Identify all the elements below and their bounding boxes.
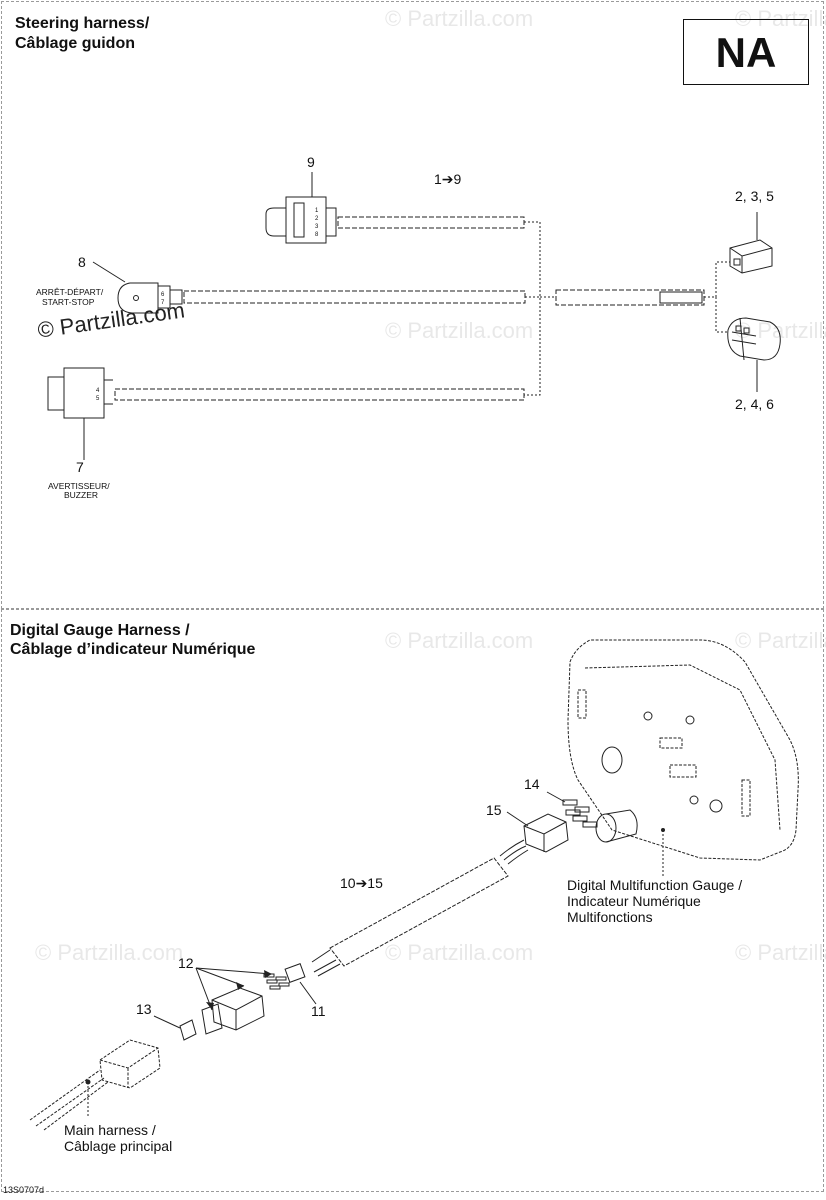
pin-8-7: 7 xyxy=(161,300,165,306)
terminals-14 xyxy=(546,791,598,828)
pin-9-1: 1 xyxy=(315,208,319,214)
pin-7-4: 4 xyxy=(96,388,100,394)
watermark: © Partzilla.com xyxy=(735,6,826,31)
callout-11: 11 xyxy=(311,1003,326,1019)
callout-15: 15 xyxy=(486,802,502,818)
start-stop-label-en: START-STOP xyxy=(42,297,95,307)
watermark: © Partzilla.com xyxy=(385,628,534,653)
gauge-connector-port xyxy=(595,711,723,843)
callout-14: 14 xyxy=(524,776,540,792)
main-harness-label-en: Main harness / xyxy=(64,1122,156,1138)
gauge-title-fr: Câblage d’indicateur Numérique xyxy=(10,641,256,658)
watermark: © Partzilla.com xyxy=(35,940,184,965)
buzzer-label-en: BUZZER xyxy=(64,490,98,500)
watermark: © Partzilla.com xyxy=(735,628,826,653)
watermark: © Partzilla.com xyxy=(385,940,534,965)
callout-7: 7 xyxy=(76,459,84,475)
pin-9-3: 3 xyxy=(315,224,319,230)
watermark: © Partzilla.com xyxy=(385,318,534,343)
watermark: © Partzilla.com xyxy=(735,940,826,965)
callout-1-to-9: 1➔9 xyxy=(434,171,462,187)
callout-9: 9 xyxy=(307,154,315,170)
pin-9-2: 2 xyxy=(315,216,319,222)
seal-11 xyxy=(284,963,306,983)
region-badge: NA xyxy=(683,19,809,85)
steering-title-en: Steering harness/ xyxy=(15,15,150,32)
callout-10-to-15: 10➔15 xyxy=(340,875,383,891)
buzzer-label-fr: AVERTISSEUR/ xyxy=(48,481,110,491)
callout-12: 12 xyxy=(178,955,194,971)
drawing-code: 13S0707d xyxy=(3,1185,45,1195)
trunk-sleeve xyxy=(659,291,703,304)
steering-title-fr: Câblage guidon xyxy=(15,35,135,52)
gauge-label-line3: Multifonctions xyxy=(567,909,653,925)
gauge-label-line1: Digital Multifunction Gauge / xyxy=(567,877,743,893)
connector-15 xyxy=(499,811,569,865)
wedge-13 xyxy=(179,1019,197,1041)
gauge-title-en: Digital Gauge Harness / xyxy=(10,622,190,639)
connector-246 xyxy=(727,317,781,392)
watermark: © Partzilla.com xyxy=(385,6,534,31)
start-stop-label-fr: ARRÊT-DÉPART/ xyxy=(36,287,104,297)
main-harness-label-fr: Câblage principal xyxy=(64,1138,173,1154)
gauge-label-line2: Indicateur Numérique xyxy=(567,893,701,909)
pin-8-6: 6 xyxy=(161,292,165,298)
callout-2-4-6: 2, 4, 6 xyxy=(735,396,774,412)
digital-gauge xyxy=(567,639,799,861)
connector-235 xyxy=(729,212,773,274)
pin-7-5: 5 xyxy=(96,396,100,402)
callout-2-3-5: 2, 3, 5 xyxy=(735,188,774,204)
connector-9 xyxy=(285,196,327,244)
steering-harness-panel xyxy=(1,1,824,609)
cable-10-15 xyxy=(329,857,509,967)
callout-8: 8 xyxy=(78,254,86,270)
pin-9-8: 8 xyxy=(315,232,319,238)
digital-gauge-harness-panel xyxy=(1,609,824,1192)
connector-12 xyxy=(195,967,273,1035)
main-harness-connector xyxy=(29,1039,161,1131)
callout-13: 13 xyxy=(136,1001,152,1017)
start-stop-switch xyxy=(117,282,159,314)
wire-7 xyxy=(114,388,525,401)
wire-8 xyxy=(183,290,526,304)
wire-9 xyxy=(337,216,525,229)
